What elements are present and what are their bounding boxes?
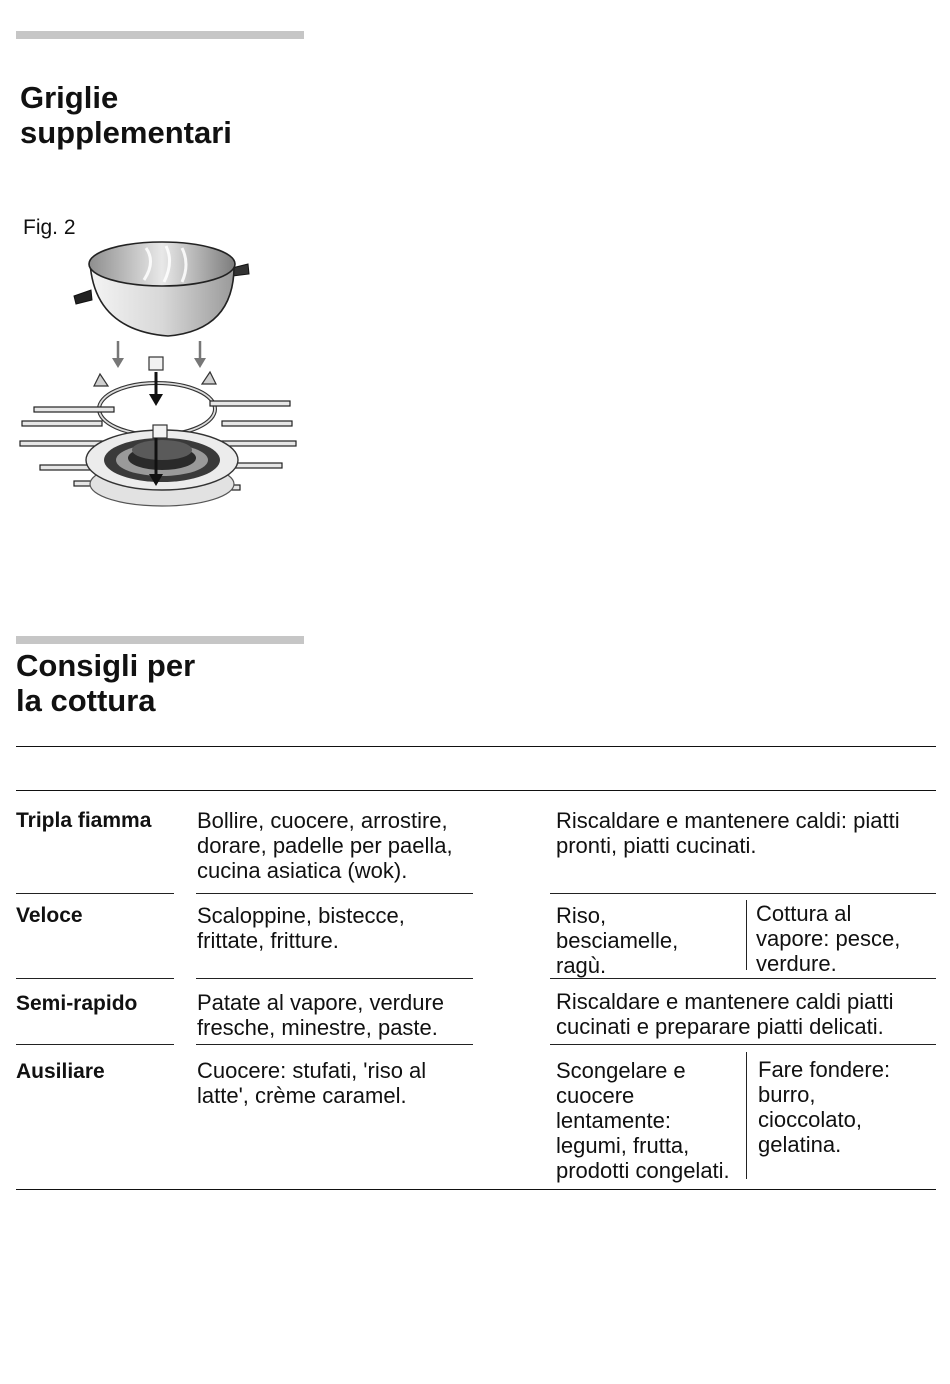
- cell-line: legumi, frutta,: [556, 1133, 690, 1158]
- guide-arrows: [112, 341, 206, 368]
- row-divider: [550, 1044, 936, 1045]
- table-cell-low-a: Scongelare e cuocere lentamente: legumi,…: [556, 1058, 730, 1183]
- column-divider: [746, 1052, 747, 1179]
- section-divider-bar: [16, 636, 304, 644]
- burner: [85, 424, 239, 507]
- cell-line: cucina asiatica (wok).: [197, 858, 408, 883]
- row-divider: [16, 1044, 174, 1045]
- wok-ring-illustration: [19, 241, 297, 507]
- cell-line: Fare fondere:: [758, 1057, 891, 1082]
- cell-line: Riscaldare e mantenere caldi piatti: [556, 989, 894, 1014]
- table-header-rule: [16, 790, 936, 791]
- burner-name: Tripla fiamma: [16, 809, 152, 832]
- row-divider: [16, 978, 174, 979]
- title-line: supplementari: [20, 115, 232, 150]
- cell-line: burro,: [758, 1082, 816, 1107]
- cell-line: cioccolato,: [758, 1107, 862, 1132]
- cell-line: Cottura al: [756, 901, 852, 926]
- cell-line: besciamelle,: [556, 928, 679, 953]
- cell-line: Scongelare e: [556, 1058, 686, 1083]
- table-top-rule: [16, 746, 936, 747]
- burner-name: Ausiliare: [16, 1060, 105, 1083]
- cell-line: Riscaldare e mantenere caldi: piatti: [556, 808, 900, 833]
- title-line: Griglie: [20, 80, 119, 115]
- row-divider: [550, 978, 936, 979]
- cell-line: fresche, minestre, paste.: [197, 1015, 438, 1040]
- cell-line: dorare, padelle per paella,: [197, 833, 453, 858]
- table-cell-high: Cuocere: stufati, 'riso al latte', crème…: [197, 1058, 426, 1108]
- cell-line: Bollire, cuocere, arrostire,: [197, 808, 448, 833]
- section-title-griglie: Griglie supplementari: [20, 80, 232, 150]
- cell-line: Cuocere: stufati, 'riso al: [197, 1058, 427, 1083]
- table-cell-low-a: Riso, besciamelle, ragù.: [556, 903, 678, 978]
- cell-line: Patate al vapore, verdure: [197, 990, 445, 1015]
- cell-line: Scaloppine, bistecce,: [197, 903, 405, 928]
- table-cell-high: Scaloppine, bistecce, frittate, fritture…: [197, 903, 405, 953]
- wok-bowl: [73, 241, 250, 337]
- burner-name: Veloce: [16, 904, 83, 927]
- cell-line: frittate, fritture.: [197, 928, 339, 953]
- cell-line: ragù.: [556, 953, 607, 978]
- cell-line: lentamente:: [556, 1108, 671, 1133]
- cell-line: Riso,: [556, 903, 607, 928]
- row-divider: [550, 893, 936, 894]
- title-line: Consigli per: [16, 648, 196, 683]
- cell-line: gelatina.: [758, 1132, 842, 1157]
- cell-line: cucinati e preparare piatti delicati.: [556, 1014, 884, 1039]
- table-cell-low: Riscaldare e mantenere caldi piatti cuci…: [556, 989, 894, 1039]
- cell-line: vapore: pesce,: [756, 926, 901, 951]
- table-bottom-rule: [16, 1189, 936, 1190]
- placement-arrows: [149, 372, 163, 486]
- table-cell-high: Patate al vapore, verdure fresche, mines…: [197, 990, 444, 1040]
- section-divider-bar: [16, 31, 304, 39]
- row-divider: [196, 1044, 473, 1045]
- table-cell-low-b: Cottura al vapore: pesce, verdure.: [756, 901, 900, 976]
- cell-line: prodotti congelati.: [556, 1158, 730, 1183]
- row-divider: [196, 893, 473, 894]
- cell-line: pronti, piatti cucinati.: [556, 833, 757, 858]
- row-divider: [196, 978, 473, 979]
- table-cell-low-b: Fare fondere: burro, cioccolato, gelatin…: [758, 1057, 890, 1157]
- section-title-consigli: Consigli per la cottura: [16, 648, 195, 718]
- cell-line: verdure.: [756, 951, 837, 976]
- cell-line: cuocere: [556, 1083, 635, 1108]
- cell-line: latte', crème caramel.: [197, 1083, 407, 1108]
- table-cell-high: Bollire, cuocere, arrostire, dorare, pad…: [197, 808, 453, 883]
- burner-name: Semi-rapido: [16, 992, 138, 1015]
- row-divider: [16, 893, 174, 894]
- column-divider: [746, 900, 747, 970]
- figure-label: Fig. 2: [23, 216, 76, 239]
- title-line: la cottura: [16, 683, 156, 718]
- table-cell-low: Riscaldare e mantenere caldi: piatti pro…: [556, 808, 900, 858]
